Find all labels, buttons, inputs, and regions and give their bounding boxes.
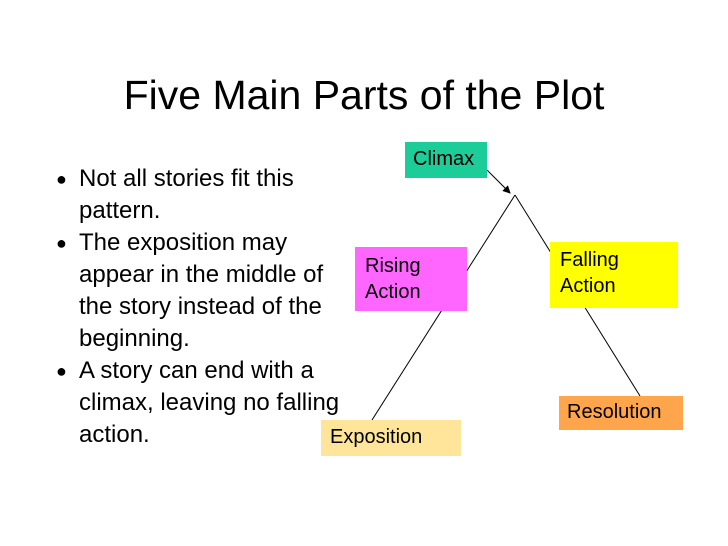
exposition-label: Exposition [321, 420, 461, 456]
rising-action-text-line2: Action [365, 281, 421, 303]
falling-action-label: Falling Action [550, 242, 678, 308]
falling-action-text-line2: Action [560, 275, 616, 297]
exposition-text: Exposition [330, 426, 423, 448]
slide-title: Five Main Parts of the Plot [123, 72, 605, 118]
bullet-item: ● A story can end with a climax, leaving… [56, 355, 346, 451]
resolution-text: Resolution [567, 401, 662, 423]
bullet-item: ● The exposition may appear in the middl… [56, 227, 346, 355]
falling-action-text-line1: Falling [560, 249, 619, 271]
bullet-dot-icon: ● [56, 169, 67, 189]
bullet-text: The exposition may appear in the middle … [79, 229, 324, 352]
climax-arrow [486, 169, 511, 194]
resolution-label: Resolution [559, 396, 683, 430]
climax-text: Climax [413, 148, 475, 170]
rising-action-label: Rising Action [355, 247, 467, 311]
bullet-list: ● Not all stories fit this pattern. ● Th… [56, 163, 346, 451]
rising-action-text-line1: Rising [365, 255, 421, 277]
bullet-text: A story can end with a climax, leaving n… [79, 357, 340, 448]
bullet-text: Not all stories fit this pattern. [79, 165, 294, 224]
climax-label: Climax [405, 142, 487, 178]
bullet-item: ● Not all stories fit this pattern. [56, 163, 346, 227]
bullet-dot-icon: ● [56, 233, 67, 253]
bullet-dot-icon: ● [56, 361, 67, 381]
